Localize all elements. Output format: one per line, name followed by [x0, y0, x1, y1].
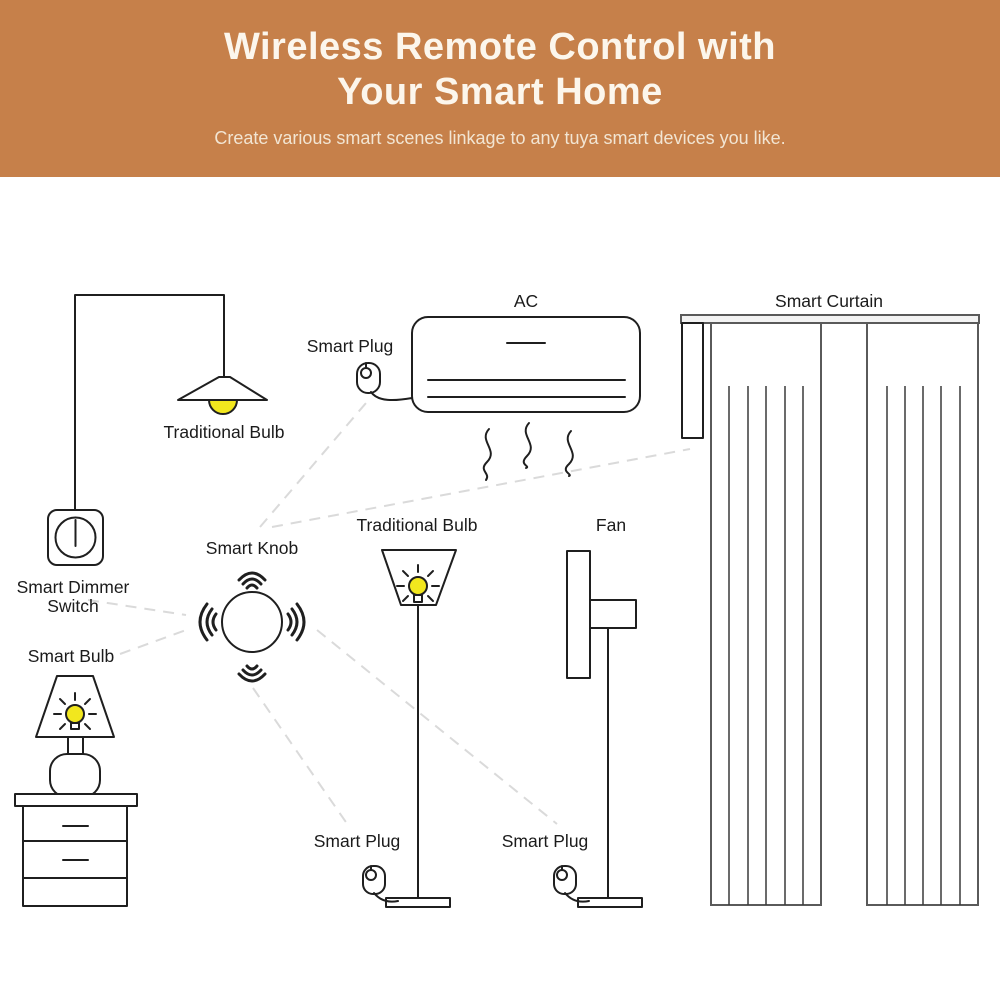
label-smart-plug-ac: Smart Plug [306, 336, 394, 356]
smart-knob-icon [198, 571, 306, 683]
nightstand [14, 793, 138, 907]
label-smart-knob: Smart Knob [205, 538, 299, 558]
air-flow-icon [482, 422, 574, 481]
floor-lamp [381, 549, 457, 908]
label-ac: AC [513, 291, 539, 311]
bulb-icon [53, 692, 97, 730]
smart-bulb-lamp [35, 675, 115, 798]
label-smart-dimmer-switch: Smart Dimmer Switch [2, 578, 144, 616]
radio-waves-icon [198, 571, 306, 683]
page-title-line1: Wireless Remote Control with [223, 26, 777, 68]
ac-unit [411, 316, 641, 481]
bulb-icon [207, 399, 239, 415]
smart-plug-floor-lamp-icon [362, 865, 399, 903]
label-smart-plug-fan: Smart Plug [501, 831, 589, 851]
curtain-rail [680, 314, 980, 324]
label-floor-lamp-bulb: Traditional Bulb [356, 515, 478, 535]
label-fan: Fan [595, 515, 627, 535]
smart-plug-ac-icon [356, 362, 413, 402]
header-banner: Wireless Remote Control with Your Smart … [0, 0, 1000, 177]
page-subtitle: Create various smart scenes linkage to a… [214, 128, 786, 148]
label-smart-bulb: Smart Bulb [27, 646, 115, 666]
smart-dimmer-switch-icon [47, 509, 104, 566]
curtain-motor [681, 322, 704, 439]
page-title: Wireless Remote Control with Your Smart … [0, 0, 1000, 115]
label-smart-plug-floor-lamp: Smart Plug [313, 831, 401, 851]
page-title-line2: Your Smart Home [337, 71, 663, 113]
connection-lines [87, 402, 691, 829]
bulb-icon [396, 564, 440, 603]
label-smart-dimmer-line2: Switch [47, 596, 99, 616]
smart-curtain [680, 314, 980, 906]
fan [566, 550, 643, 908]
label-smart-curtain: Smart Curtain [775, 291, 883, 311]
pendant-lamp [74, 294, 268, 511]
label-pendant-bulb: Traditional Bulb [163, 422, 285, 442]
label-smart-dimmer-line1: Smart Dimmer [16, 577, 130, 597]
smart-plug-fan-icon [553, 865, 590, 903]
